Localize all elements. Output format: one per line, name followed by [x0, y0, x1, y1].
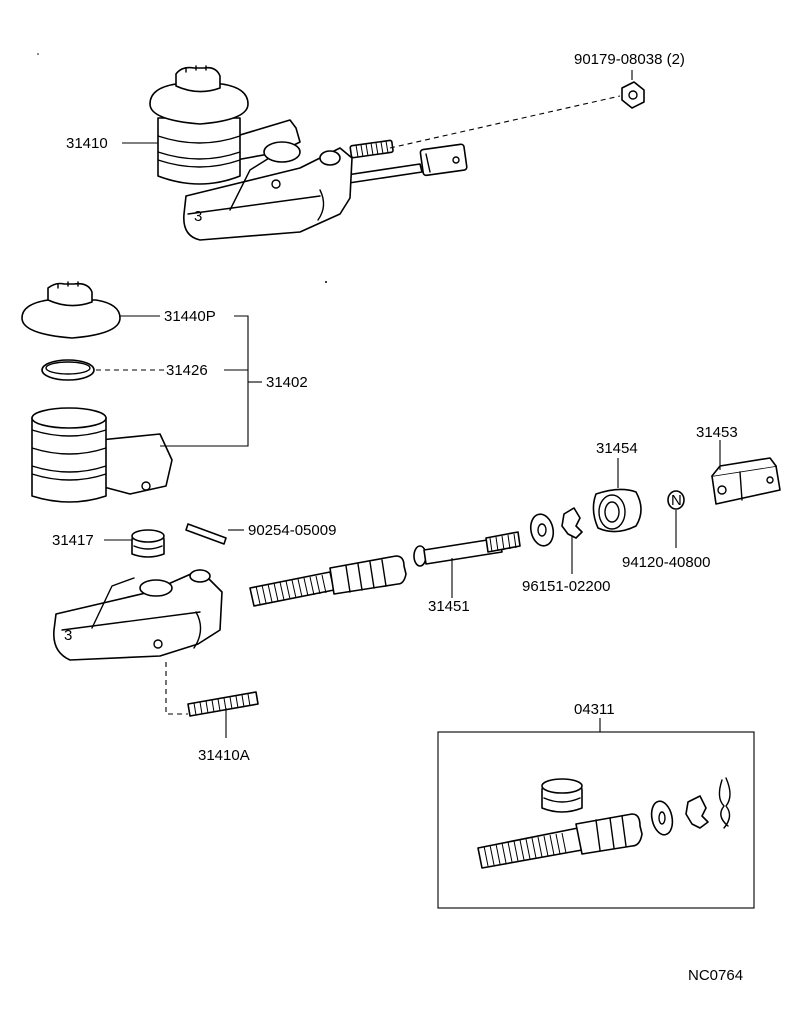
stud — [187, 691, 259, 717]
label-diaphragm: 31426 — [166, 362, 208, 379]
nut-top-dashed-line — [389, 95, 621, 149]
label-boot: 31454 — [596, 440, 638, 457]
reservoir — [31, 407, 173, 503]
clevis — [711, 457, 781, 505]
kit-clip — [685, 795, 709, 829]
assembly-reservoir — [149, 65, 249, 185]
stud-dashed-line — [165, 662, 188, 715]
pin — [185, 523, 227, 545]
label-pushrod: 31451 — [428, 598, 470, 615]
kit-washer — [650, 800, 674, 836]
assembly-port — [263, 141, 301, 163]
boot — [592, 488, 642, 533]
label-plug: 31417 — [52, 532, 94, 549]
label-clevis: 31453 — [696, 424, 738, 441]
reservoir-diaphragm — [41, 359, 95, 381]
washer — [529, 513, 555, 547]
nut-small: N — [667, 490, 685, 510]
nut-marker: N — [671, 492, 682, 509]
kit-box — [437, 731, 755, 909]
pushrod — [413, 531, 521, 567]
label-pin: 90254-05009 — [248, 522, 336, 539]
assembly-pushrod — [339, 143, 468, 185]
label-washer-clip: 96151-02200 — [522, 578, 610, 595]
svg-text:3: 3 — [64, 627, 72, 644]
clip — [561, 507, 583, 539]
label-assy-top: 31410 — [66, 135, 108, 152]
reservoir-cap — [21, 281, 121, 339]
assembly-stud — [349, 139, 394, 159]
kit-plug — [541, 778, 583, 813]
label-nut-small: 94120-40800 — [622, 554, 710, 571]
kit-retainer — [718, 777, 731, 829]
plug — [131, 529, 165, 558]
label-nut-top: 90179-08038 (2) — [574, 51, 685, 68]
reservoir-set-bracket — [160, 315, 249, 447]
label-cap: 31440P — [164, 308, 216, 325]
assembly-body: 3 — [183, 147, 353, 241]
label-stud: 31410A — [198, 747, 250, 764]
master-cylinder-assembly: 3 — [149, 65, 468, 241]
label-reservoir-set: 31402 — [266, 374, 308, 391]
piston-spring — [249, 555, 407, 607]
svg-text:3: 3 — [194, 208, 202, 225]
nut-top — [621, 81, 645, 109]
kit-piston-spring — [477, 813, 643, 869]
cylinder-body: 3 — [53, 569, 223, 661]
label-code: NC0764 — [688, 967, 743, 984]
label-kit: 04311 — [574, 701, 615, 718]
